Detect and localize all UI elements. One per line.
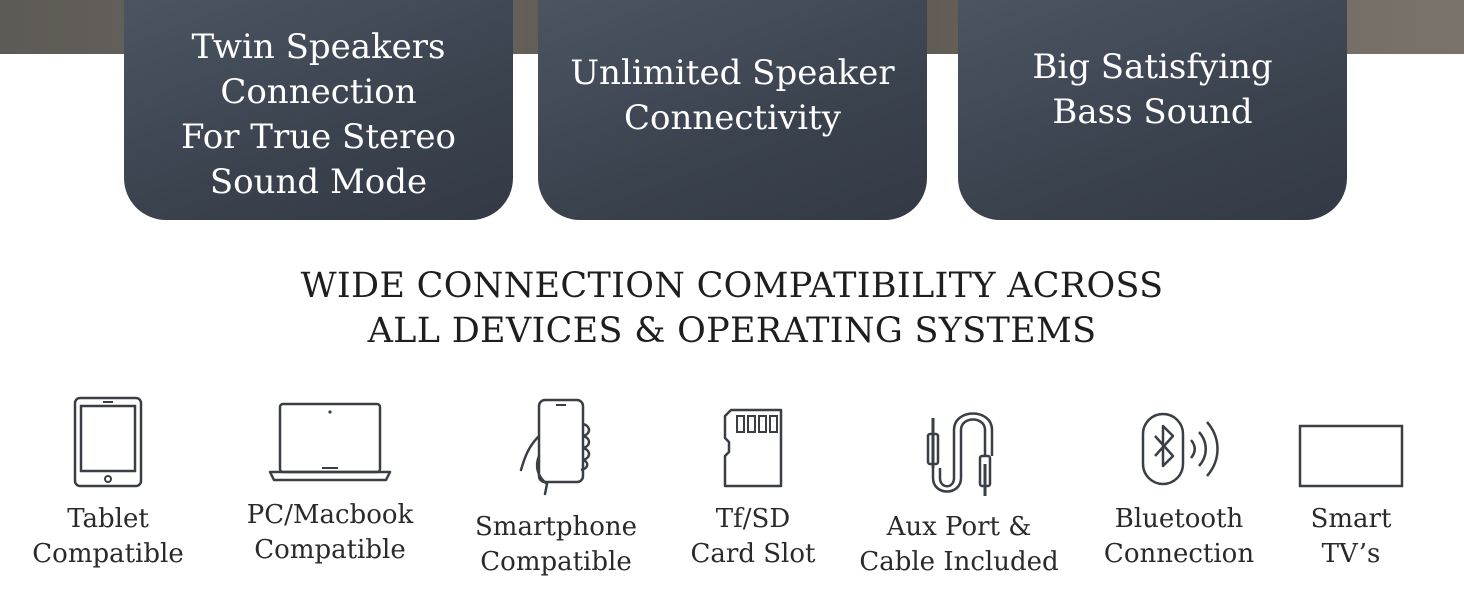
compat-item-aux-cable: Aux Port & Cable Included: [846, 396, 1072, 580]
compat-item-tv: Smart TV’s: [1290, 396, 1412, 572]
compat-item-laptop: PC/Macbook Compatible: [230, 396, 430, 568]
compat-label-aux-cable: Aux Port & Cable Included: [859, 512, 1059, 577]
compat-item-sd-card: Tf/SD Card Slot: [680, 396, 826, 572]
laptop-icon: [268, 402, 392, 482]
tablet-icon: [73, 396, 143, 488]
feature-card-unlimited-connectivity: Unlimited Speaker Connectivity: [538, 0, 927, 220]
tv-icon: [1298, 424, 1404, 488]
sd-card-icon: [723, 408, 783, 488]
compat-label-smartphone: Smartphone Compatible: [474, 512, 638, 577]
compat-label-tv: Smart TV’s: [1310, 504, 1392, 569]
compat-label-bluetooth: Bluetooth Connection: [1103, 504, 1255, 569]
compat-label-laptop: PC/Macbook Compatible: [246, 500, 414, 565]
compat-label-sd-card: Tf/SD Card Slot: [690, 504, 816, 569]
compat-item-bluetooth: Bluetooth Connection: [1090, 396, 1268, 572]
compat-item-tablet: Tablet Compatible: [10, 396, 206, 572]
feature-card-bass-sound: Big Satisfying Bass Sound: [958, 0, 1347, 220]
compat-item-smartphone: Smartphone Compatible: [460, 396, 652, 580]
bluetooth-icon: [1141, 412, 1219, 486]
smartphone-icon: [519, 398, 591, 496]
compat-label-tablet: Tablet Compatible: [32, 504, 184, 569]
feature-card-twin-speakers: Twin Speakers Connection For True Stereo…: [124, 0, 513, 220]
aux-cable-icon: [926, 412, 994, 496]
compatibility-heading: WIDE CONNECTION COMPATIBILITY ACROSS ALL…: [300, 266, 1164, 351]
